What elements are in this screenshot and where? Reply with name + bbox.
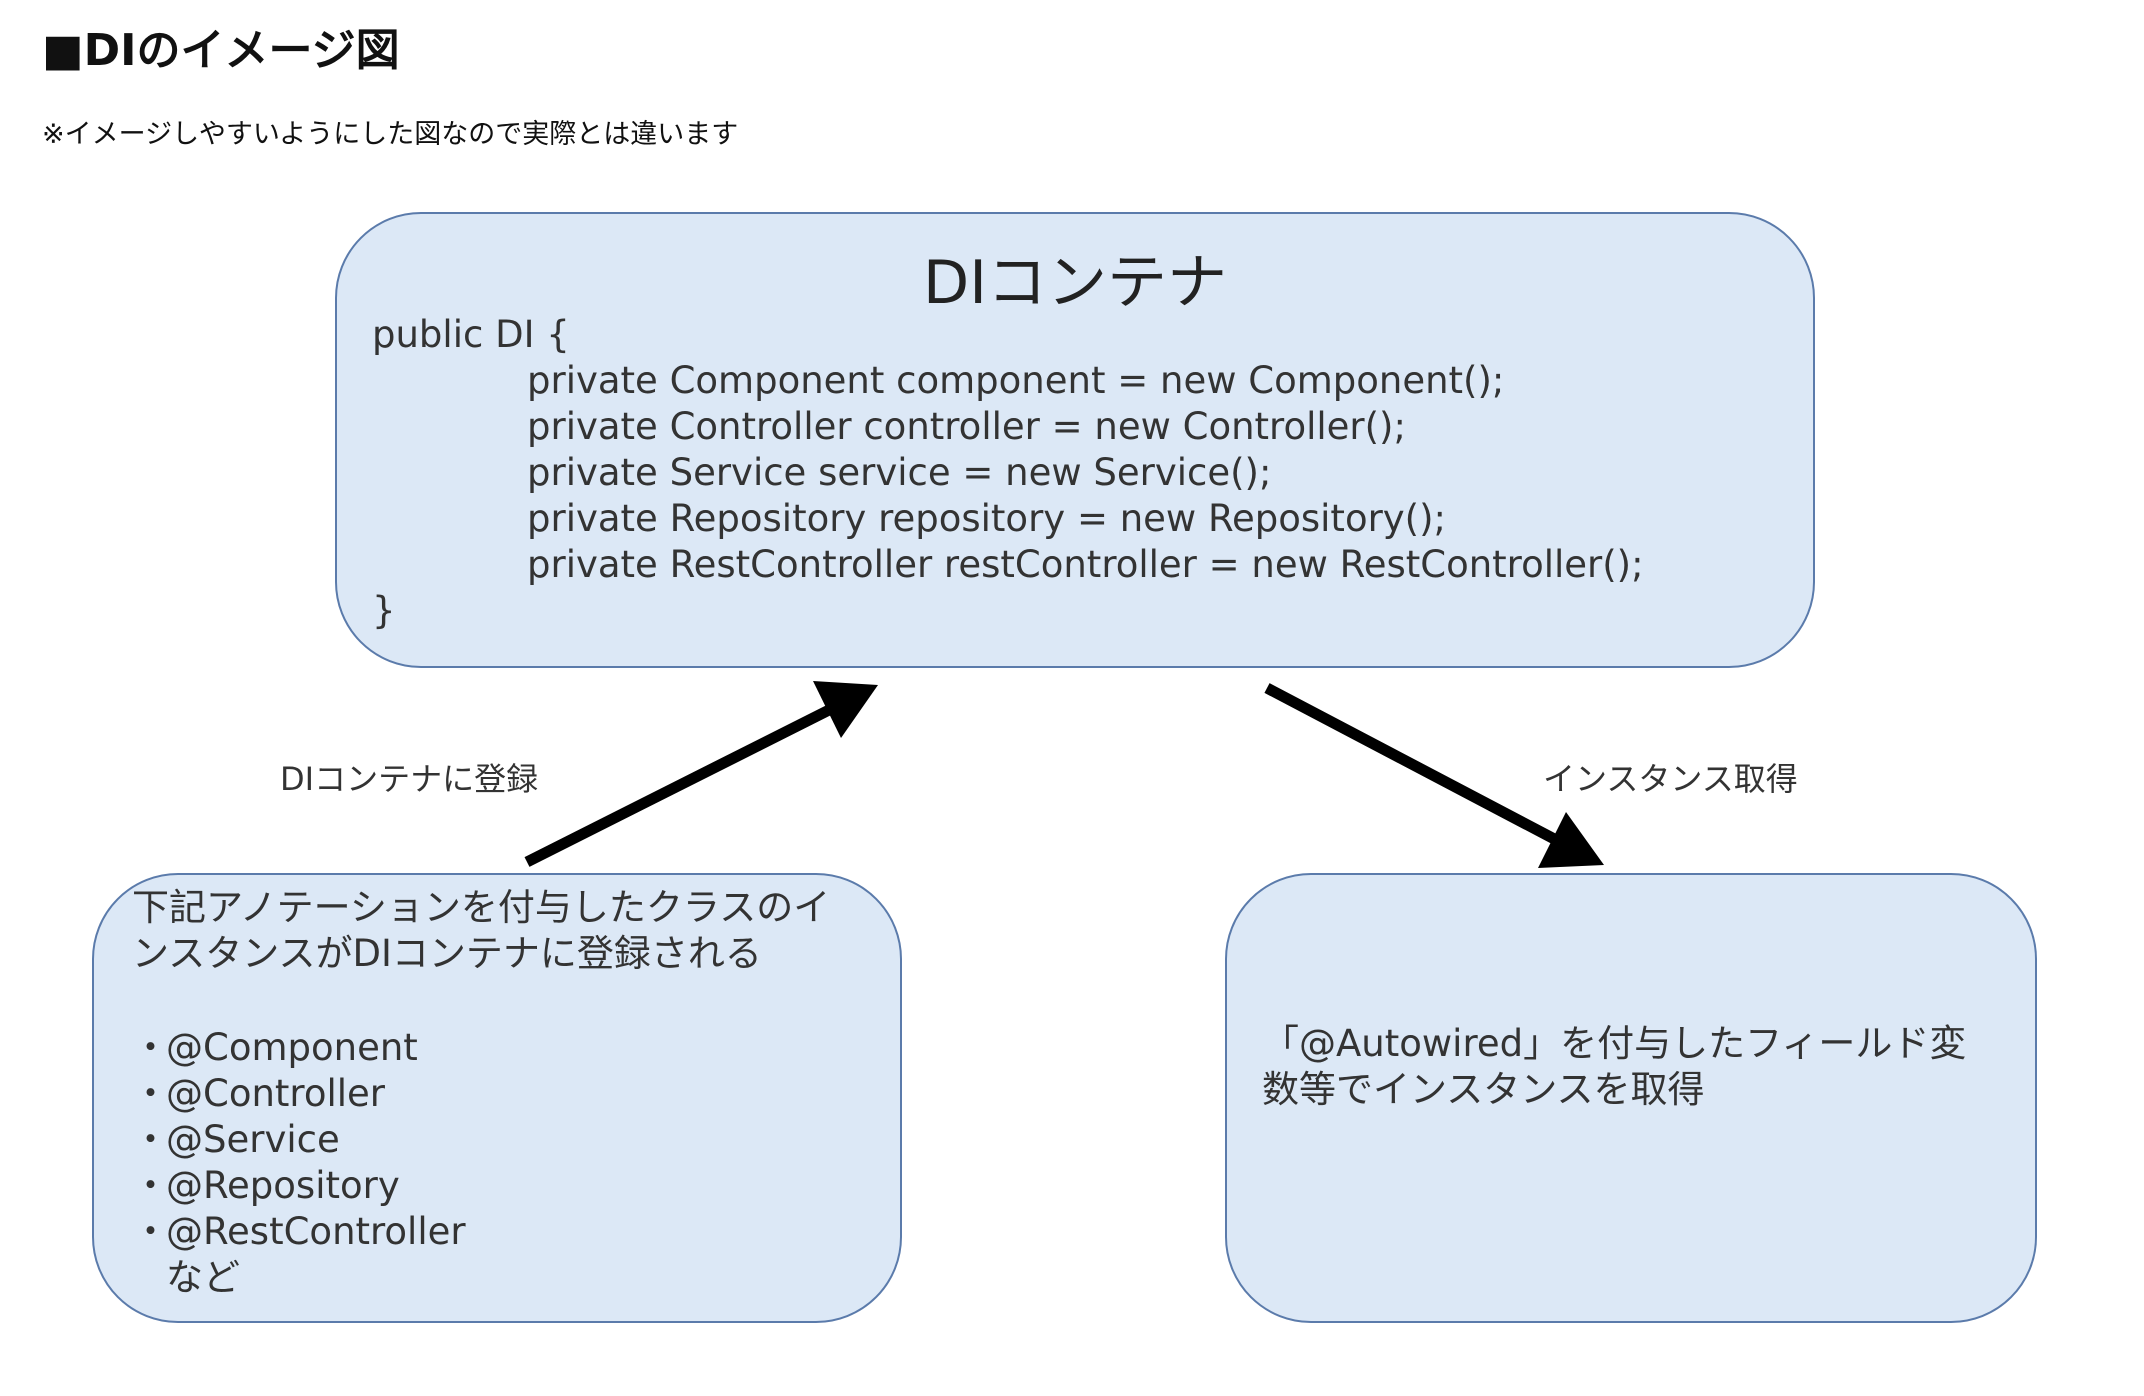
annotation-list: ・@Component ・@Controller ・@Service ・@Rep… (132, 1025, 466, 1301)
register-arrow-head (813, 681, 878, 738)
list-item: ・@Service (132, 1117, 466, 1163)
register-description-line-2: ンスタンスがDIコンテナに登録される (132, 932, 762, 975)
di-container-title: DIコンテナ (923, 248, 1227, 318)
list-bullet: ・ (132, 1072, 169, 1115)
code-open-line: public DI { (372, 313, 570, 356)
annotation-controller: @Controller (166, 1072, 386, 1115)
register-arrow (524, 681, 878, 867)
retrieve-arrow-head (1538, 812, 1604, 868)
page-heading: ■DIのイメージ図 (42, 25, 400, 76)
retrieve-description: 「@Autowired」を付与したフィールド変 数等でインスタンスを取得 (1262, 1021, 1966, 1113)
list-bullet: ・ (132, 1210, 169, 1253)
list-item: ・@RestController (132, 1209, 466, 1255)
register-description-line-1: 下記アノテーションを付与したクラスのイ (132, 886, 831, 929)
retrieve-box: 「@Autowired」を付与したフィールド変 数等でインスタンスを取得 (1225, 873, 2037, 1323)
annotation-component: @Component (166, 1026, 418, 1069)
code-line-component: private Component component = new Compon… (527, 359, 1505, 402)
code-close-line: } (372, 589, 396, 632)
annotation-etc: など (166, 1256, 240, 1299)
annotation-repository: @Repository (166, 1164, 400, 1207)
retrieve-arrow-label: インスタンス取得 (1543, 760, 1798, 798)
retrieve-arrow-shaft (1264, 683, 1563, 847)
list-item: ・@Component (132, 1025, 466, 1071)
code-field-lines: private Component component = new Compon… (527, 358, 1644, 588)
annotation-rest-controller: @RestController (166, 1210, 466, 1253)
code-line-service: private Service service = new Service(); (527, 451, 1272, 494)
retrieve-description-line-1: 「@Autowired」を付与したフィールド変 (1262, 1022, 1967, 1065)
register-arrow-shaft (524, 702, 838, 867)
list-bullet: ・ (132, 1164, 169, 1207)
retrieve-description-line-2: 数等でインスタンスを取得 (1262, 1068, 1705, 1111)
di-container-box: DIコンテナ public DI { private Component com… (335, 212, 1815, 668)
code-line-controller: private Controller controller = new Cont… (527, 405, 1406, 448)
annotation-service: @Service (166, 1118, 340, 1161)
page-note: ※イメージしやすいようにした図なので実際とは違います (42, 119, 739, 150)
register-description: 下記アノテーションを付与したクラスのイ ンスタンスがDIコンテナに登録される (132, 885, 830, 977)
list-bullet: ・ (132, 1118, 169, 1161)
list-item: ・@Controller (132, 1071, 466, 1117)
register-arrow-label: DIコンテナに登録 (280, 760, 539, 798)
code-line-rest-controller: private RestController restController = … (527, 543, 1644, 586)
code-line-repository: private Repository repository = new Repo… (527, 497, 1447, 540)
list-bullet: ・ (132, 1026, 169, 1069)
register-box: 下記アノテーションを付与したクラスのイ ンスタンスがDIコンテナに登録される ・… (92, 873, 902, 1323)
list-item: ・@Repository (132, 1163, 466, 1209)
